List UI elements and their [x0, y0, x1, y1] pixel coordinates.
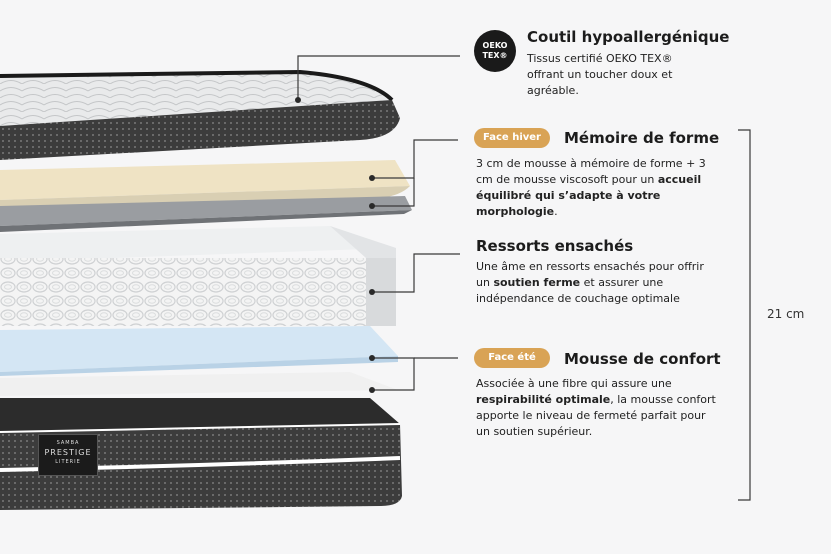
height-dimension-bracket — [738, 129, 751, 501]
desc-text: 3 cm de mousse à mémoire de forme + 3 cm… — [476, 157, 706, 186]
pill-face-hiver: Face hiver — [474, 128, 550, 148]
desc-bold: respirabilité optimale — [476, 393, 611, 406]
desc-text: Une âme en ressorts ensachés pour offrir… — [476, 260, 704, 289]
section-title-coutil: Coutil hypoallergénique — [527, 28, 730, 46]
top-cover-layer — [0, 69, 400, 160]
section-title-mousse: Mousse de confort — [564, 350, 721, 368]
section-desc-memoire: 3 cm de mousse à mémoire de forme + 3 cm… — [476, 156, 716, 220]
oeko-line1: OEKO — [482, 41, 508, 50]
desc-text: Associée à une fibre qui assure une — [476, 377, 672, 390]
oeko-tex-icon: OEKO TEX® — [474, 30, 516, 72]
memory-foam-layer — [0, 160, 410, 208]
brand-label-icon: SAMBA PRESTIGE LITERIE — [38, 434, 98, 476]
fiber-layer — [0, 372, 398, 396]
desc-text: . — [554, 205, 558, 218]
desc-text: , la mousse confort apporte le niveau de… — [476, 393, 716, 438]
section-title-memoire: Mémoire de forme — [564, 129, 720, 147]
section-desc-ressorts: Une âme en ressorts ensachés pour offrir… — [476, 259, 716, 307]
pill-face-ete: Face été — [474, 348, 550, 368]
brand-label-name: PRESTIGE — [44, 448, 92, 457]
pocket-springs-layer — [0, 226, 396, 326]
desc-bold: accueil équilibré qui s’adapte à votre m… — [476, 173, 702, 218]
callout-dots — [295, 97, 375, 393]
callout-lines — [297, 55, 460, 391]
desc-text: Tissus certifié OEKO TEX® offrant un tou… — [527, 52, 673, 97]
height-dimension-label: 21 cm — [767, 307, 805, 321]
mattress-base — [0, 398, 402, 510]
brand-label-bottom: LITERIE — [55, 459, 81, 465]
brand-label-top: SAMBA — [56, 440, 80, 446]
viscosoft-layer — [0, 196, 412, 232]
section-desc-coutil: Tissus certifié OEKO TEX® offrant un tou… — [527, 51, 707, 99]
section-desc-mousse: Associée à une fibre qui assure une resp… — [476, 376, 716, 440]
desc-bold: soutien ferme — [493, 276, 581, 289]
comfort-foam-layer — [0, 326, 398, 376]
desc-text: et assurer une indépendance de couchage … — [476, 276, 680, 305]
oeko-line2: TEX® — [482, 51, 508, 60]
section-title-ressorts: Ressorts ensachés — [476, 237, 634, 255]
